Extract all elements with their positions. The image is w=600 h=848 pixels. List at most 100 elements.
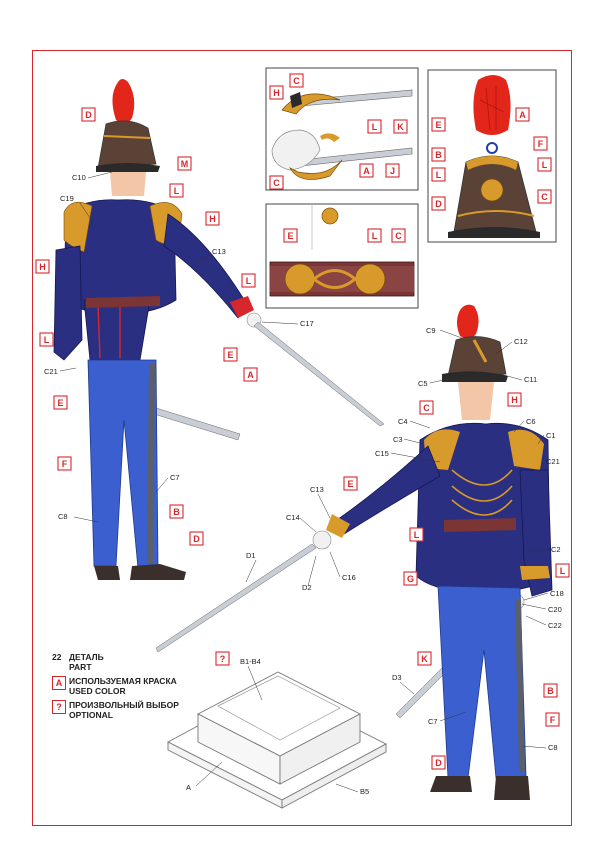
tag-sword-c2: C (269, 175, 284, 190)
label-c14: C14 (286, 513, 300, 522)
tag-shako-e: E (431, 117, 446, 132)
color-tags: D M L H H L L E A E F B D C H E L G L K … (35, 73, 570, 770)
legend-color-en: USED COLOR (69, 686, 126, 696)
svg-text:D: D (193, 534, 200, 544)
svg-text:E: E (287, 231, 293, 241)
tag-front-l1: L (409, 527, 424, 542)
label-c19: C19 (60, 194, 74, 203)
svg-text:D: D (85, 110, 92, 120)
label-c22: C22 (548, 621, 562, 630)
tag-back-d: D (81, 107, 96, 122)
svg-text:L: L (560, 566, 566, 576)
label-c21: C21 (44, 367, 58, 376)
svg-text:L: L (436, 170, 442, 180)
tag-front-f: F (545, 712, 560, 727)
tag-back-m: M (177, 156, 192, 171)
detail-shako (427, 69, 557, 243)
tag-belt-c: C (391, 228, 406, 243)
svg-text:H: H (209, 214, 216, 224)
legend-optional: ? ПРОИЗВОЛЬНЫЙ ВЫБОР OPTIONAL (52, 700, 179, 720)
legend-used-color: A ИСПОЛЬЗУЕМАЯ КРАСКА USED COLOR (52, 676, 177, 696)
label-c20: C20 (548, 605, 562, 614)
detail-belt (265, 203, 419, 309)
label-c5: C5 (418, 379, 428, 388)
tag-back-l1: L (169, 183, 184, 198)
tag-back-l2: L (241, 273, 256, 288)
back-figure (53, 79, 385, 580)
svg-text:M: M (181, 159, 189, 169)
svg-text:C: C (273, 178, 280, 188)
label-c15: C15 (375, 449, 389, 458)
svg-text:H: H (511, 395, 518, 405)
svg-text:G: G (407, 574, 414, 584)
tag-sword-h: H (269, 85, 284, 100)
tag-shako-d: D (431, 196, 446, 211)
label-c17: C17 (300, 319, 314, 328)
label-c9: C9 (426, 326, 436, 335)
svg-text:L: L (542, 160, 548, 170)
label-c2: C2 (551, 545, 561, 554)
tag-back-e2: E (53, 395, 68, 410)
svg-text:F: F (550, 715, 556, 725)
label-c13: C13 (212, 247, 226, 256)
legend-part-number: 22 (52, 652, 62, 662)
tag-sword-c1: C (289, 73, 304, 88)
tag-shako-a: A (515, 107, 530, 122)
legend-color-tag: A (52, 676, 66, 690)
svg-text:A: A (247, 370, 254, 380)
label-c11: C11 (524, 375, 537, 384)
svg-text:E: E (57, 398, 63, 408)
legend-part: 22 ДЕТАЛЬ PART (52, 652, 104, 672)
label-d3: D3 (392, 673, 402, 682)
label-c10: C10 (72, 173, 86, 182)
tag-shako-b: B (431, 147, 446, 162)
svg-text:L: L (372, 122, 378, 132)
label-d2: D2 (302, 583, 312, 592)
label-c12: C12 (514, 337, 528, 346)
label-c4: C4 (398, 417, 408, 426)
legend-optional-en: OPTIONAL (69, 710, 113, 720)
svg-text:C: C (423, 403, 430, 413)
part-labels: C10 C19 C13 C17 C21 C7 C8 C9 C12 C11 C5 … (44, 173, 564, 796)
svg-text:E: E (435, 120, 441, 130)
tag-back-d2: D (189, 531, 204, 546)
svg-text:J: J (390, 166, 395, 176)
label-c16: C16 (342, 573, 356, 582)
tag-shako-l1: L (537, 157, 552, 172)
svg-text:K: K (397, 122, 404, 132)
tag-front-l2: L (555, 563, 570, 578)
label-a-base: A (186, 783, 191, 792)
svg-text:H: H (273, 88, 280, 98)
tag-back-h2: H (35, 259, 50, 274)
tag-back-l3: L (39, 332, 54, 347)
tag-front-d: D (431, 755, 446, 770)
tag-front-h: H (507, 392, 522, 407)
svg-text:C: C (395, 231, 402, 241)
tag-shako-f: F (533, 136, 548, 151)
svg-text:A: A (363, 166, 370, 176)
legend-part-ru: ДЕТАЛЬ (69, 652, 104, 662)
label-c13-front: C13 (310, 485, 324, 494)
label-c1: C1 (546, 431, 556, 440)
tag-belt-l: L (367, 228, 382, 243)
label-c7-front: C7 (428, 717, 438, 726)
svg-text:E: E (227, 350, 233, 360)
legend-part-en: PART (69, 662, 92, 672)
display-base (167, 671, 387, 809)
legend-optional-tag: ? (52, 700, 66, 714)
tag-front-e: E (343, 476, 358, 491)
svg-text:H: H (39, 262, 46, 272)
label-c7: C7 (170, 473, 180, 482)
legend-color-ru: ИСПОЛЬЗУЕМАЯ КРАСКА (69, 676, 177, 686)
leader-lines (59, 171, 549, 793)
tag-back-b: B (169, 504, 184, 519)
svg-text:K: K (421, 654, 428, 664)
tag-back-a: A (243, 367, 258, 382)
svg-text:L: L (44, 335, 50, 345)
svg-text:L: L (372, 231, 378, 241)
label-d1: D1 (246, 551, 256, 560)
svg-text:C: C (541, 192, 548, 202)
label-c8: C8 (58, 512, 68, 521)
svg-text:F: F (538, 139, 544, 149)
